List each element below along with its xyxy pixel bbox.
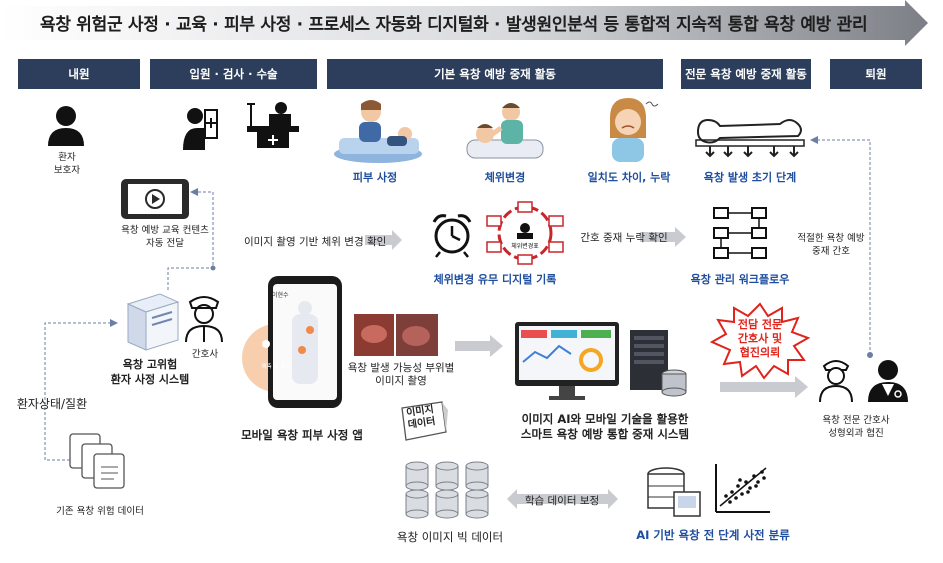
doctor-patient-icon xyxy=(183,108,218,150)
ai-server-icon xyxy=(647,467,701,517)
workflow-icon xyxy=(713,207,767,259)
phase-basic: 기본 욕창 예방 중재 활동 xyxy=(327,59,663,89)
assessment-system-label: 욕창 고위험 환자 사정 시스템 xyxy=(110,358,190,386)
patient-label: 환자 보호자 xyxy=(53,152,81,176)
wound-photo-icon xyxy=(354,314,438,356)
nurse-icon xyxy=(185,296,223,343)
patient-status-label: 환자상태/질환 xyxy=(16,397,88,411)
workflow-label: 욕창 관리 워크플로우 xyxy=(690,273,790,286)
phase-inpatient: 입원 · 검사 · 수술 xyxy=(150,59,317,89)
tablet-video-icon xyxy=(121,179,189,219)
phase-admission: 내원 xyxy=(18,59,140,89)
expert-request-starburst xyxy=(709,302,811,380)
doctor-icon xyxy=(868,360,908,402)
smartphone-icon xyxy=(242,276,342,408)
mobile-app-label: 모바일 욕창 피부 사정 앱 xyxy=(241,428,363,442)
title-banner-arrow xyxy=(0,0,928,46)
document-stack-icon xyxy=(69,433,125,489)
body-pressure-icon xyxy=(695,118,805,158)
scatter-plot-icon xyxy=(715,464,770,513)
big-data-label: 욕창 이미지 빅 데이터 xyxy=(396,530,504,544)
alarm-clock-icon xyxy=(432,214,472,258)
position-change-label: 체위변경 xyxy=(484,171,526,184)
database-icon xyxy=(405,461,489,519)
smart-system-label: 이미지 AI와 모바일 기술을 활용한 스마트 욕창 예방 통합 중재 시스템 xyxy=(520,412,690,441)
expert-team-label: 욕창 전문 간호사 성형외과 협진 xyxy=(822,415,890,439)
worried-nurse-illustration xyxy=(610,98,659,162)
monitor-dashboard-icon xyxy=(515,322,619,400)
position-wheel-icon: 체위변경표 xyxy=(486,201,564,265)
hospital-bed-icon xyxy=(247,102,299,148)
learning-data-label: 학습 데이터 보정 xyxy=(524,495,600,507)
skin-assess-label: 피부 사정 xyxy=(352,171,398,184)
person-icon xyxy=(48,106,84,146)
server-icon xyxy=(126,293,180,351)
nurse-label: 간호사 xyxy=(191,349,219,360)
phase-discharge: 퇴원 xyxy=(830,59,922,89)
image-data-tag xyxy=(401,401,448,441)
phase-expert: 전문 욕창 예방 중재 활동 xyxy=(681,59,811,89)
app-header-label: 이현수 xyxy=(272,292,289,299)
wheel-center-label: 체위변경표 xyxy=(511,242,539,250)
position-change-illustration xyxy=(466,103,544,159)
expert-nurse-icon xyxy=(819,360,853,403)
proper-care-label: 적절한 욕창 예방 중재 간호 xyxy=(797,233,865,257)
page-title: 욕창 위험군 사정 · 교육 · 피부 사정 · 프로세스 자동화 디지털화 ·… xyxy=(40,15,868,35)
server-rack-icon xyxy=(630,330,687,397)
expert-request-label: 전담 전문 간호사 및 협진의뢰 xyxy=(737,318,783,359)
skin-assess-illustration xyxy=(334,100,422,163)
edu-content-label: 욕창 예방 교육 컨텐츠 자동 전달 xyxy=(121,225,209,249)
app-badge-label: 예측 및 결과 xyxy=(261,364,291,370)
early-stage-label: 욕창 발생 초기 단계 xyxy=(703,171,797,184)
nurse-diff-label: 일치도 차이, 누락 xyxy=(587,171,671,184)
care-omission-label: 간호 중재 누락 확인 xyxy=(580,232,668,244)
body-photo-label: 욕창 발생 가능성 부위별 이미지 촬영 xyxy=(347,362,455,387)
digital-record-label: 체위변경 유무 디지털 기록 xyxy=(433,273,557,286)
ai-classify-label: AI 기반 욕창 전 단계 사전 분류 xyxy=(636,528,790,542)
existing-data-label: 기존 욕창 위험 데이터 xyxy=(56,506,144,517)
photo-check-label: 이미지 촬영 기반 체위 변경 확인 xyxy=(244,236,387,248)
